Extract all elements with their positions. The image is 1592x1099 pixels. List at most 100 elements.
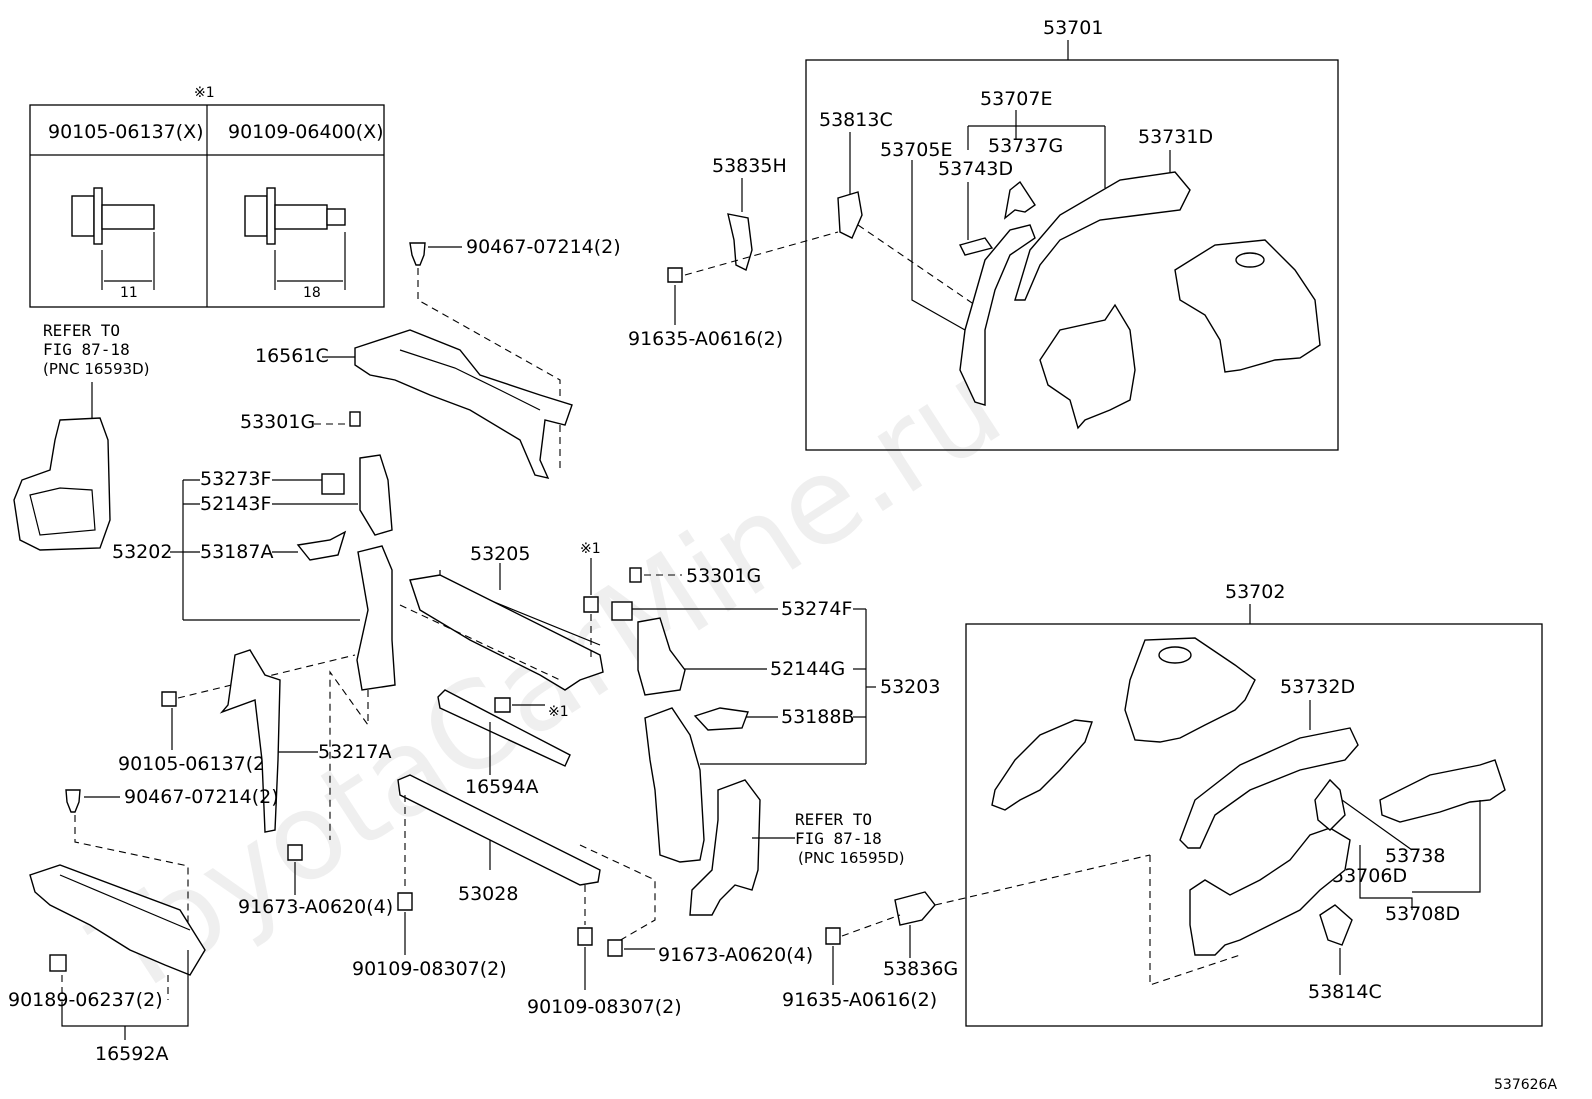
label-53743d: 53743D — [938, 158, 1013, 180]
bolt-11-icon — [71, 187, 155, 290]
label-53708d: 53708D — [1385, 903, 1460, 925]
label-91673-left: 91673-A0620(4) — [238, 896, 393, 918]
label-53737g: 53737G — [988, 135, 1063, 157]
mark-1-b: ※1 — [548, 704, 569, 720]
group-53202: 53273F 52143F 53187A 53202 — [112, 454, 396, 691]
clip-53301g-left — [349, 411, 361, 427]
label-53203: 53203 — [880, 676, 940, 698]
bolt-91635-top — [667, 267, 683, 283]
label-53706d: 53706D — [1332, 865, 1407, 887]
rail-53731d — [1014, 171, 1191, 301]
pillar-52144g — [644, 707, 705, 863]
bracket-53738 — [1379, 759, 1506, 823]
label-16592a: 16592A — [95, 1043, 168, 1065]
bracket-16593d-shape — [13, 417, 111, 551]
label-90109-mid: 90109-08307(2) — [352, 958, 507, 980]
ref-left-line3: (PNC 16593D) — [43, 360, 149, 378]
label-53187a: 53187A — [200, 541, 273, 563]
bracket-16595d-shape — [689, 779, 761, 916]
label-53705e: 53705E — [880, 139, 952, 161]
label-91635-bottom: 91635-A0616(2) — [782, 989, 937, 1011]
label-53202: 53202 — [112, 541, 172, 563]
clip-90189 — [49, 954, 67, 972]
label-90109-right: 90109-08307(2) — [527, 996, 682, 1018]
rad-support-16592a — [29, 864, 206, 976]
wheelhouse-outer — [1174, 239, 1321, 373]
bracket-53217a — [219, 649, 281, 833]
ref-left-line2: FIG 87-18 — [43, 340, 130, 359]
wheelhouse-inner — [1039, 303, 1136, 430]
label-53836g: 53836G — [883, 958, 958, 980]
bolt-18-icon — [244, 187, 346, 290]
label-16594a: 16594A — [465, 776, 538, 798]
bracket-rh-left — [991, 719, 1093, 811]
label-53217a: 53217A — [318, 741, 391, 763]
label-53814c: 53814C — [1308, 981, 1382, 1003]
bracket-53813c — [837, 191, 863, 239]
label-90105: 90105-06137(2) — [118, 753, 273, 775]
inset-col1-part: 90105-06137(X) — [48, 121, 204, 143]
label-53028: 53028 — [458, 883, 518, 905]
bolt-91635-bottom — [825, 927, 841, 945]
label-91673-right: 91673-A0620(4) — [658, 944, 813, 966]
bolt-mark-1-b — [494, 697, 511, 713]
inset-col2-dim: 18 — [303, 285, 321, 301]
label-53813c: 53813C — [819, 109, 893, 131]
figure-id: 537626A — [1494, 1077, 1557, 1093]
bracket-53706d-top — [1314, 778, 1346, 831]
bolt-90109-right — [577, 927, 593, 946]
label-53188b: 53188B — [781, 706, 854, 728]
ref-left-line1: REFER TO — [43, 321, 120, 340]
ref-right-line2: FIG 87-18 — [795, 829, 882, 848]
pillar-52143f — [356, 545, 396, 691]
ref-right-line3: (PNC 16595D) — [798, 849, 904, 867]
label-53701: 53701 — [1043, 17, 1103, 39]
ref-right-line1: REFER TO — [795, 810, 872, 829]
group-53203: 53274F 52144G 53188B 53203 — [611, 598, 940, 863]
label-16561c: 16561C — [255, 345, 329, 367]
box-53701 — [805, 59, 1339, 451]
brace-16594a — [437, 689, 571, 767]
label-53835h: 53835H — [712, 155, 787, 177]
panel-53205: 53205 — [399, 543, 604, 691]
label-90189: 90189-06237(2) — [8, 989, 163, 1011]
label-53205: 53205 — [470, 543, 530, 565]
clip-90467-bottom — [65, 789, 81, 813]
refer-fig-87-18-right: REFER TO FIG 87-18 (PNC 16595D) — [689, 779, 904, 916]
duct-16561c: 16561C — [255, 329, 573, 479]
label-53301g-right: 53301G — [686, 565, 761, 587]
bolt-90109-mid — [397, 892, 413, 911]
label-53273f: 53273F — [200, 468, 271, 490]
label-90467-bottom: 90467-07214(2) — [124, 786, 279, 808]
inset-col1-dim: 11 — [120, 285, 138, 301]
bolt-91673-right — [607, 939, 623, 957]
bar-53028 — [397, 774, 601, 886]
bolt-mark-1-a — [583, 596, 599, 613]
bolt-91673-left — [287, 844, 303, 861]
rail-53732d — [1179, 727, 1359, 849]
inset-col2-part: 90109-06400(X) — [228, 121, 384, 143]
bracket-53743d — [958, 237, 994, 256]
apron-53705e — [959, 224, 1036, 406]
label-53702: 53702 — [1225, 581, 1285, 603]
apron-53706d — [1189, 827, 1351, 956]
fastener-inset-table: ※1 90105-06137(X) 90109-06400(X) 11 18 — [29, 85, 385, 308]
label-53732d: 53732D — [1280, 676, 1355, 698]
wheelhouse-rh-outer — [1124, 637, 1256, 743]
clip-90467-top: 90467-07214(2) — [409, 236, 621, 470]
label-53274f: 53274F — [781, 598, 852, 620]
bracket-53836g — [894, 891, 936, 926]
bracket-53835h: 53835H — [712, 155, 787, 271]
label-52143f: 52143F — [200, 493, 271, 515]
label-52144g: 52144G — [770, 658, 845, 680]
bolt-90105 — [161, 691, 177, 707]
inset-mark: ※1 — [194, 85, 215, 101]
label-91635-top: 91635-A0616(2) — [628, 328, 783, 350]
clip-53301g-right — [629, 567, 642, 583]
box-53702 — [965, 623, 1543, 1027]
label-53731d: 53731D — [1138, 126, 1213, 148]
bracket-53737g — [1003, 180, 1036, 220]
label-53738: 53738 — [1385, 845, 1445, 867]
label-90467-top: 90467-07214(2) — [466, 236, 621, 258]
mark-1-a: ※1 — [580, 541, 601, 557]
